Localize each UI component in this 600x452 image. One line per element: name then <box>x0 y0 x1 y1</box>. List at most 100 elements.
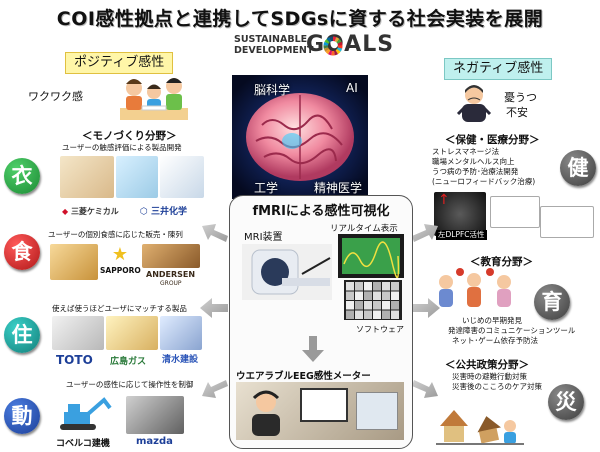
logo-andersen-group-text: GROUP <box>160 280 182 287</box>
realtime-display-screen <box>338 234 404 278</box>
software-screen-cell <box>364 282 372 291</box>
negative-feeling-2: 不安 <box>506 106 528 119</box>
kanji-food-icon: 食 <box>4 234 40 270</box>
sdg-goals-text: GOALS <box>306 32 395 57</box>
kanji-disaster-icon: 災 <box>548 384 584 420</box>
sdg-wheel-segment <box>337 45 343 49</box>
depressed-person-illustration <box>456 85 492 122</box>
sapporo-star-icon: ★ <box>111 244 129 265</box>
software-label: ソフトウェア <box>356 325 404 334</box>
brain-label-psychiatry: 精神医学 <box>314 181 363 195</box>
negative-section-1-heading: ＜保健・医療分野＞ <box>445 134 540 146</box>
sdg-wheel-segment <box>333 36 337 42</box>
software-screen-cell <box>391 301 399 310</box>
software-screen-cell <box>373 282 381 291</box>
eeg-monitor <box>356 392 398 430</box>
positive-section-4-desc: ユーザーの感性に応じて操作性を制御 <box>66 380 194 389</box>
software-screen-cell <box>355 301 363 310</box>
mri-device-label: MRI装置 <box>244 232 283 243</box>
sdg-logo: SUSTAINABLE DEVELOPMENT GOALS <box>234 32 393 72</box>
brain-label-engineering: 工学 <box>254 181 279 195</box>
negative-section-1-line-1: ストレスマネージ法 <box>432 147 500 156</box>
product-photo-towel <box>116 156 158 198</box>
sdg-line1: SUSTAINABLE <box>234 34 308 45</box>
logo-mitsubishi-chemical-text: 三菱ケミカル <box>70 207 119 216</box>
software-screen-cell <box>346 291 354 300</box>
negative-section-3-line-1: 災害時の避難行動対策 <box>452 372 527 381</box>
arrow-left-middle <box>200 298 228 318</box>
software-screen-cell <box>346 301 354 310</box>
product-photo-kitchen <box>106 316 158 350</box>
software-screen-cell <box>391 310 399 319</box>
software-screen-cell <box>364 310 372 319</box>
software-screen-cell <box>382 310 390 319</box>
sdg-wheel-segment <box>324 38 330 44</box>
negative-section-2-line-2: 発達障害のコミュニケーションツール <box>448 326 576 335</box>
down-arrow-icon <box>302 336 324 362</box>
negative-section-2-line-3: ネット･ゲーム依存予防法 <box>452 336 539 345</box>
realtime-display-label: リアルタイム表示 <box>330 224 398 234</box>
logo-kobelco-text: コベルコ建機 <box>56 439 110 449</box>
positive-section-1-desc: ユーザーの触感評価による製品開発 <box>62 143 182 152</box>
kanji-health-icon: 健 <box>560 150 596 186</box>
brain-scan-image <box>434 192 486 236</box>
disaster-illustration <box>436 410 524 445</box>
happy-family-illustration <box>120 78 188 120</box>
sdg-wheel-segment <box>327 50 333 56</box>
negative-section-1-line-2: 職場メンタルヘルス向上 <box>432 157 515 166</box>
neurofeedback-screen-2 <box>540 206 594 238</box>
activation-arrow-icon: ↑ <box>438 192 450 208</box>
software-screen-cell <box>346 310 354 319</box>
product-photo-car-interior <box>126 396 184 434</box>
product-photo-toilet <box>52 316 104 350</box>
positive-section-1-heading: ＜モノづくり分野＞ <box>82 130 177 142</box>
software-screen-cell <box>391 291 399 300</box>
negative-section-2-heading: ＜教育分野＞ <box>470 256 533 268</box>
logo-shimizu-text: 清水建設 <box>162 355 199 365</box>
sdg-wheel-segment <box>333 50 339 56</box>
sdg-wheel-segment <box>336 38 342 44</box>
negative-tag: ネガティブ感性 <box>444 58 553 80</box>
eeg-laptop-screen <box>300 388 348 422</box>
arrow-right-lower <box>412 380 438 398</box>
product-photo-cosmetics <box>60 156 114 198</box>
sdg-wheel-segment <box>326 37 332 43</box>
negative-section-3-heading: ＜公共政策分野＞ <box>445 359 529 371</box>
eeg-meter-label: ウエアラブルEEG感性メーター <box>236 371 371 382</box>
fmri-visualization-panel: fMRIによる感性可視化 MRI装置 リアルタイム表示 ソフトウェア ウエアラブ… <box>229 195 413 449</box>
brain-label-ai: AI <box>346 81 358 95</box>
eeg-photo <box>236 382 404 440</box>
dlpfc-label: 左DLPFC活性 <box>436 230 487 240</box>
brain-image: 脳科学 AI 工学 精神医学 <box>232 75 368 199</box>
arrow-left-lower <box>202 380 228 398</box>
logo-sapporo: ★ SAPPORO <box>100 244 141 280</box>
sdg-wheel-segment <box>331 50 335 56</box>
brain-illustration <box>232 75 368 199</box>
negative-section-1-line-4: (ニューロフィードバック治療) <box>432 177 536 186</box>
kanji-clothing-icon: 衣 <box>4 158 40 194</box>
software-screen-cell <box>364 291 372 300</box>
mri-machine-illustration <box>242 244 332 300</box>
kanji-mobility-icon: 動 <box>4 398 40 434</box>
software-screen-cell <box>364 301 372 310</box>
software-screen-cell <box>391 282 399 291</box>
sdg-wheel-segment <box>329 36 333 42</box>
sdg-wheel-segment <box>323 45 329 49</box>
sdg-line2: DEVELOPMENT <box>234 45 314 56</box>
sdg-wheel-segment <box>325 49 331 55</box>
brain-label-neuroscience: 脳科学 <box>254 83 291 97</box>
product-photo-building <box>160 316 202 350</box>
product-photo-fabric <box>160 156 204 198</box>
neurofeedback-screen-1 <box>490 196 540 228</box>
negative-feeling-1: 憂うつ <box>504 91 537 104</box>
logo-mazda-text: mazda <box>136 436 173 447</box>
logo-mitsui-chemicals-text: 三井化学 <box>151 207 188 217</box>
kanji-housing-icon: 住 <box>4 317 40 353</box>
eeg-user-illustration <box>252 390 280 436</box>
arrow-left-upper <box>202 224 228 242</box>
sdg-wheel-segment <box>323 41 329 46</box>
sdg-wheel-segment <box>334 37 340 43</box>
logo-sapporo-text: SAPPORO <box>100 266 141 275</box>
children-illustration <box>439 268 511 307</box>
positive-section-2-desc: ユーザーの個別食感に応じた販売・陳列 <box>48 230 183 239</box>
